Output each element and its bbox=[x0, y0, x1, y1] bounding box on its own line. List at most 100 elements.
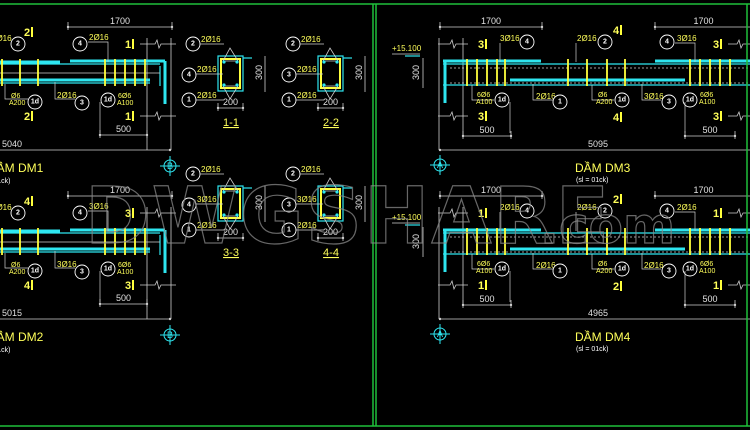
bar-mark-number: 4 bbox=[78, 41, 82, 48]
dimension-tick bbox=[316, 236, 320, 240]
bar-mark-number: 2 bbox=[291, 171, 295, 178]
stirrup-mid-spacing: A200 bbox=[596, 99, 612, 106]
section-cut-marker: 1 bbox=[478, 208, 487, 220]
rebar-dot bbox=[322, 83, 326, 87]
dim-span: 1700 bbox=[66, 16, 174, 30]
dim-dense-zone: 500 bbox=[98, 293, 149, 307]
elevation-label: +15.100 bbox=[392, 213, 422, 222]
mark-stirrup-mid: 1d bbox=[614, 261, 630, 277]
break-line bbox=[728, 38, 750, 50]
mark-stirrup-left: 1d bbox=[494, 92, 510, 108]
dimension-tick bbox=[316, 106, 320, 110]
mark-middle: 4 bbox=[181, 67, 197, 83]
section-cut-number: 2 bbox=[613, 281, 619, 293]
dimension-text: 1700 bbox=[481, 185, 501, 195]
dim-dense-left: 500 bbox=[461, 294, 513, 308]
stirrup-left-spacing: A100 bbox=[476, 268, 492, 275]
section-outline bbox=[217, 185, 244, 222]
middle-label: 2Ø16 bbox=[197, 65, 217, 74]
mark-top-mid: 2 bbox=[597, 34, 613, 50]
bottom-label: 2Ø16 bbox=[197, 91, 217, 100]
dimension-tick bbox=[145, 133, 149, 137]
stirrup-end-label: 6Ø6 bbox=[118, 93, 131, 100]
bottom-right-bar-label: 2Ø16 bbox=[644, 261, 664, 270]
bottom-left-bar-label: 2Ø16 bbox=[536, 261, 556, 270]
bar-mark-circle bbox=[281, 67, 297, 83]
leader-line bbox=[532, 253, 553, 270]
total-dimension-text: 5015 bbox=[2, 308, 22, 318]
section-cut-number: 4 bbox=[613, 25, 620, 37]
top-label: 2Ø16 bbox=[201, 35, 221, 44]
section-cut-marker: 2 bbox=[613, 194, 622, 206]
leader-line bbox=[641, 253, 661, 270]
stirrup-end-spacing: A100 bbox=[117, 269, 133, 276]
mark-stirrup-right: 1d bbox=[682, 261, 698, 277]
bar-mark-number: 1d bbox=[31, 99, 39, 106]
rebar-dot bbox=[322, 60, 326, 64]
bottom-bar-label: 2Ø16 bbox=[57, 91, 77, 100]
width-dim: 200 bbox=[216, 227, 245, 241]
bar-mark-number: 3 bbox=[287, 72, 291, 79]
top-left-bar-label: 3Ø16 bbox=[500, 34, 520, 43]
top-end-bar-label: 3Ø16 bbox=[89, 202, 109, 211]
bar-mark-number: 3 bbox=[80, 100, 84, 107]
bar-mark-number: 1 bbox=[287, 227, 291, 234]
bar-mark-circle bbox=[661, 263, 677, 279]
bar-mark-circle bbox=[661, 94, 677, 110]
dimension-text: 1700 bbox=[110, 185, 130, 195]
break-line bbox=[438, 38, 468, 50]
bar-mark-circle bbox=[659, 34, 675, 50]
beam-note: (sl = 01ck) bbox=[576, 177, 608, 184]
section-stirrup bbox=[320, 188, 341, 219]
middle-label: 2Ø16 bbox=[297, 65, 317, 74]
section-title: 3-3 bbox=[223, 247, 239, 259]
stirrup-mid-label: Ø6 bbox=[11, 93, 20, 100]
stirrup-left-label: 6Ø6 bbox=[477, 92, 490, 99]
stirrup-right-label: 6Ø6 bbox=[700, 92, 713, 99]
section-cut-number: 3 bbox=[713, 39, 719, 51]
section-cut-marker: 4 bbox=[613, 25, 622, 37]
stirrup-mid-spacing: A200 bbox=[9, 100, 25, 107]
dimension-text: 200 bbox=[223, 97, 238, 107]
width-dim: 200 bbox=[316, 227, 345, 241]
dim-span-right: 1700 bbox=[653, 185, 750, 199]
section-cut-number: 1 bbox=[713, 208, 719, 220]
mark-bottom: 1 bbox=[181, 92, 197, 108]
rebar-dot bbox=[322, 190, 326, 194]
bottom-right-bar-label: 3Ø16 bbox=[644, 92, 664, 101]
section-leader-fan bbox=[222, 177, 239, 230]
dim-dense-left: 500 bbox=[461, 125, 513, 139]
beam-note: (sl = 01ck) bbox=[576, 346, 608, 353]
dimension-tick bbox=[653, 194, 657, 198]
section-cut-marker: 1 bbox=[713, 280, 722, 292]
top-label: 2Ø16 bbox=[201, 165, 221, 174]
mark-top-right: 4 bbox=[659, 34, 675, 50]
bottom-label: 2Ø16 bbox=[197, 221, 217, 230]
bar-mark-number: 4 bbox=[187, 72, 191, 79]
top-mid-bar-label: 2Ø16 bbox=[577, 34, 597, 43]
leader-line bbox=[532, 84, 553, 101]
stirrup-mid-spacing: A200 bbox=[9, 269, 25, 276]
mark-top: 2 bbox=[185, 166, 201, 182]
leader-line bbox=[591, 254, 614, 270]
bar-mark-number: 1 bbox=[187, 227, 191, 234]
bar-mark-number: 3 bbox=[287, 202, 291, 209]
top-end-bar-label: 2Ø16 bbox=[89, 33, 109, 42]
bar-mark-circle bbox=[494, 261, 510, 277]
dimension-tick bbox=[653, 25, 657, 29]
bar-mark-number: 1d bbox=[104, 266, 112, 273]
beam-note: (sl = 01ck) bbox=[0, 347, 10, 354]
bar-mark-number: 1d bbox=[686, 97, 694, 104]
width-dim: 200 bbox=[316, 97, 345, 111]
elevation-label: +15.100 bbox=[392, 44, 422, 53]
bar-mark-circle bbox=[614, 261, 630, 277]
section-cut-marker: 4 bbox=[24, 196, 33, 208]
leader-line bbox=[54, 251, 75, 269]
section-cut-marker: 2 bbox=[24, 111, 33, 123]
height-dim-text: 300 bbox=[354, 195, 364, 210]
